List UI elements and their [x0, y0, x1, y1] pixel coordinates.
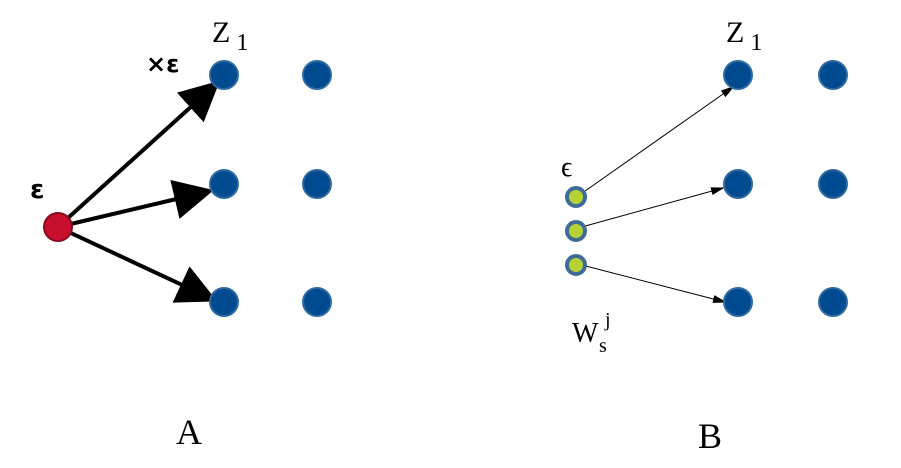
arrow-b-bottom — [577, 263, 727, 303]
grid-node-a-r2c2 — [302, 169, 332, 199]
arrow-b-middle — [577, 187, 725, 229]
grid-node-b-r3c2 — [818, 287, 848, 317]
grid-node-b-r1c2 — [818, 60, 848, 90]
epsilon-node-b-1 — [565, 186, 587, 208]
arrow-label-a: ×ε — [146, 50, 179, 78]
epsilon-node-b-2 — [565, 220, 587, 242]
source-label-a: ε — [30, 175, 44, 205]
grid-node-a-r1c2 — [302, 60, 332, 90]
grid-node-b-r1c1 — [723, 60, 753, 90]
grid-node-b-r3c1 — [723, 287, 753, 317]
panel-caption-b: B — [698, 416, 722, 456]
grid-node-b-r2c2 — [818, 169, 848, 199]
epsilon-node-b-3 — [565, 254, 587, 276]
grid-node-a-r3c1 — [209, 287, 239, 317]
epsilon-label-b: ϵ — [561, 152, 572, 183]
arrow-a-top — [56, 80, 220, 229]
grid-node-a-r1c1 — [209, 60, 239, 90]
arrow-a-middle — [57, 179, 214, 229]
w-superscript-b: j — [604, 309, 611, 331]
arrow-b-top — [577, 85, 735, 197]
grid-node-a-r2c1 — [209, 169, 239, 199]
source-node-a — [43, 212, 73, 242]
w-label-b: W — [572, 318, 599, 349]
grid-node-b-r2c1 — [723, 169, 753, 199]
panel-caption-a: A — [176, 412, 202, 452]
arrow-a-bottom — [57, 225, 218, 303]
grid-node-a-r3c2 — [302, 287, 332, 317]
w-subscript-b: s — [599, 335, 607, 357]
